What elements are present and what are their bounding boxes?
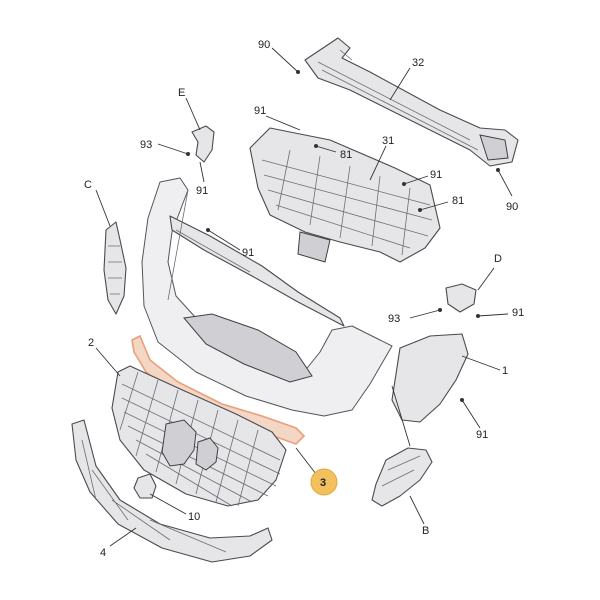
label-91-e: 91: [196, 185, 208, 197]
label-3-badge: 3: [310, 468, 338, 496]
label-93-right: 93: [388, 313, 400, 325]
label-91-d: 91: [512, 307, 524, 319]
bracket-part-D[interactable]: [445, 283, 477, 313]
label-D: D: [494, 253, 502, 265]
leader-lines: [95, 47, 513, 547]
label-81-top: 81: [340, 149, 352, 161]
bumper-side-part-1-right[interactable]: [391, 333, 469, 423]
label-90-top: 90: [258, 39, 270, 51]
label-E: E: [178, 87, 185, 99]
label-91-top: 91: [254, 105, 266, 117]
label-2: 2: [88, 337, 94, 349]
label-10: 10: [188, 511, 200, 523]
fastener-dots: [186, 70, 500, 402]
bracket-part-E[interactable]: [191, 125, 215, 163]
foglight-bezel-part-B[interactable]: [371, 447, 433, 507]
upper-grille-part-31[interactable]: [249, 127, 441, 263]
impact-beam-part-32[interactable]: [304, 37, 519, 167]
label-91-bottom: 91: [476, 429, 488, 441]
bumper-cover-part-1[interactable]: [141, 177, 393, 417]
emblem-clip-part-10[interactable]: [133, 473, 157, 499]
label-3: 3: [320, 477, 326, 489]
label-B: B: [422, 525, 429, 537]
label-31: 31: [382, 135, 394, 147]
label-93-left: 93: [140, 139, 152, 151]
label-4: 4: [100, 547, 106, 559]
label-81-right: 81: [452, 195, 464, 207]
side-bracket-part-C[interactable]: [103, 221, 127, 315]
lion-emblem-icon: [161, 419, 219, 471]
label-32: 32: [412, 57, 424, 69]
label-1: 1: [502, 365, 508, 377]
label-90-right: 90: [506, 201, 518, 213]
lower-grille-part-4[interactable]: [71, 419, 273, 563]
label-C: C: [84, 179, 92, 191]
label-91-right: 91: [430, 169, 442, 181]
label-91-mid: 91: [242, 247, 254, 259]
callout-labels: 90 32 E 93 91 91 81 31 91 81 90 C 91 D 9…: [84, 39, 524, 559]
grille-part-2[interactable]: [111, 365, 287, 507]
